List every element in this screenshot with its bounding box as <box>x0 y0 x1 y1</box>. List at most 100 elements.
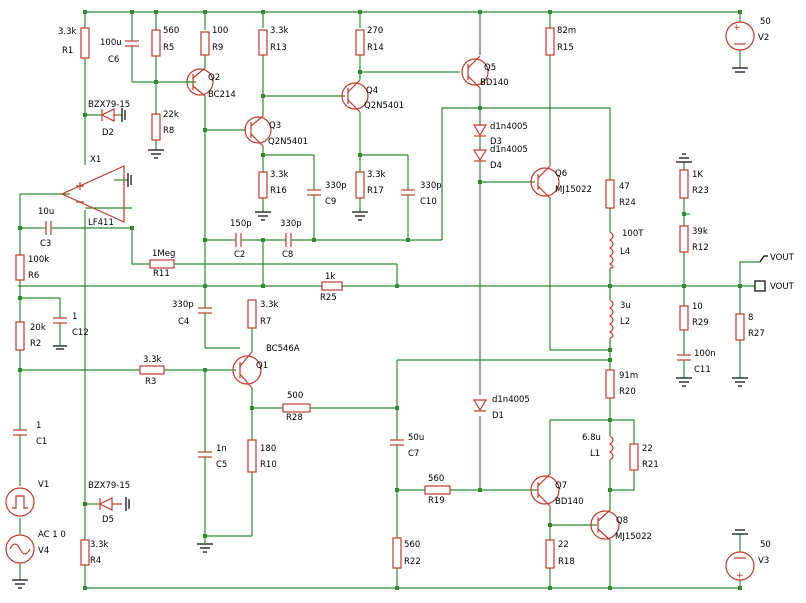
l4-ref: L4 <box>620 247 630 257</box>
q4-value: Q2N5401 <box>364 101 404 111</box>
r2-value: 20k <box>30 323 46 333</box>
r10-value: 180 <box>260 444 276 454</box>
r3-ref: R3 <box>145 377 156 387</box>
d5-value: BZX79-15 <box>88 481 130 491</box>
r19-body <box>424 485 451 495</box>
r21-value: 22 <box>642 444 653 454</box>
d5-ref: D5 <box>102 515 114 525</box>
r13-ref: R13 <box>270 43 287 53</box>
r13-value: 3.3k <box>270 26 289 36</box>
q6-ref: Q6 <box>555 169 567 179</box>
r17-ref: R17 <box>367 186 384 196</box>
r21-ref: R21 <box>642 460 659 470</box>
v3-ref: V3 <box>758 556 769 566</box>
r16-value: 3.3k <box>270 170 289 180</box>
r6-value: 100k <box>28 255 49 265</box>
c7-value: 50u <box>408 433 424 443</box>
r25-body <box>321 281 343 291</box>
svg-text:+: + <box>736 571 744 581</box>
c12-body <box>53 312 67 350</box>
l2-body <box>608 299 614 339</box>
r7-ref: R7 <box>260 317 271 327</box>
r11-ref: R11 <box>153 269 170 279</box>
v4-value: AC 1 0 <box>38 530 66 540</box>
d4-body <box>472 149 488 166</box>
c3-ref: C3 <box>40 239 51 249</box>
r10-ref: R10 <box>260 460 277 470</box>
c2-ref: C2 <box>234 250 245 260</box>
d2-value: BZX79-15 <box>88 100 130 110</box>
q5-value: BD140 <box>480 78 509 88</box>
r17-value: 3.3k <box>367 170 386 180</box>
r29-value: 10 <box>692 302 703 312</box>
d3-value: d1n4005 <box>490 122 528 132</box>
c1-body <box>13 420 27 445</box>
r27-body <box>735 313 745 341</box>
r28-value: 500 <box>287 391 303 401</box>
r22-body <box>392 537 402 569</box>
svg-text:+: + <box>733 23 741 33</box>
r24-ref: R24 <box>619 198 636 208</box>
c4-body <box>198 300 212 322</box>
r12-value: 39k <box>692 227 708 237</box>
c2-body <box>228 233 248 247</box>
l2-ref: L2 <box>620 317 630 327</box>
x1-ref: X1 <box>90 155 101 165</box>
c7-ref: C7 <box>408 449 419 459</box>
c10-ref: C10 <box>420 197 437 207</box>
l1-ref: L1 <box>590 449 600 459</box>
r2-body <box>15 321 25 351</box>
c6-ref: C6 <box>108 55 119 65</box>
r3-value: 3.3k <box>143 355 162 365</box>
r24-body <box>605 179 615 209</box>
c4-ref: C4 <box>178 317 189 327</box>
r5-value: 560 <box>163 26 179 36</box>
r1-ref: R1 <box>62 46 73 56</box>
r6-ref: R6 <box>28 271 39 281</box>
c9-value: 330p <box>325 181 347 191</box>
v2-ref: V2 <box>758 33 769 43</box>
r5-ref: R5 <box>163 43 174 53</box>
ground-symbols <box>12 149 748 589</box>
l2-value: 3u <box>620 301 631 311</box>
r14-body <box>355 29 365 56</box>
c5-value: 1n <box>216 444 227 454</box>
d1-value: d1n4005 <box>492 395 530 405</box>
r7-body <box>247 299 257 329</box>
d2-ref: D2 <box>102 128 114 138</box>
c12-value: 1 <box>72 312 77 322</box>
r16-ref: R16 <box>270 186 287 196</box>
r22-value: 560 <box>404 540 420 550</box>
r15-body <box>545 27 555 56</box>
v1-body <box>5 487 35 517</box>
x1-value: LF411 <box>88 218 114 228</box>
r11-body <box>149 259 175 269</box>
c10-value: 330p <box>420 181 442 191</box>
c11-body <box>677 348 691 372</box>
r8-body <box>151 113 161 141</box>
r27-value: 8 <box>748 313 753 323</box>
v3-value: 50 <box>760 540 771 550</box>
r29-ref: R29 <box>692 318 709 328</box>
c5-ref: C5 <box>216 460 227 470</box>
c8-value: 330p <box>280 219 302 229</box>
r9-body <box>200 31 210 56</box>
vout-label-top: VOUT <box>770 253 795 263</box>
q7-body <box>530 470 560 507</box>
r24-value: 47 <box>619 182 630 192</box>
q8-body <box>590 509 620 541</box>
v2-body: + <box>725 21 755 73</box>
r12-body <box>679 225 689 253</box>
q3-value: Q2N5401 <box>268 137 308 147</box>
r20-value: 91m <box>619 371 638 381</box>
d2-body <box>100 108 126 122</box>
q3-ref: Q3 <box>269 121 281 131</box>
r20-body <box>605 369 615 399</box>
r1-body <box>80 27 90 59</box>
r25-value: 1k <box>325 272 335 282</box>
r22-ref: R22 <box>404 557 421 567</box>
wires <box>18 11 760 589</box>
q1-body <box>232 328 262 389</box>
q7-ref: Q7 <box>555 481 567 491</box>
r25-ref: R25 <box>320 293 337 303</box>
